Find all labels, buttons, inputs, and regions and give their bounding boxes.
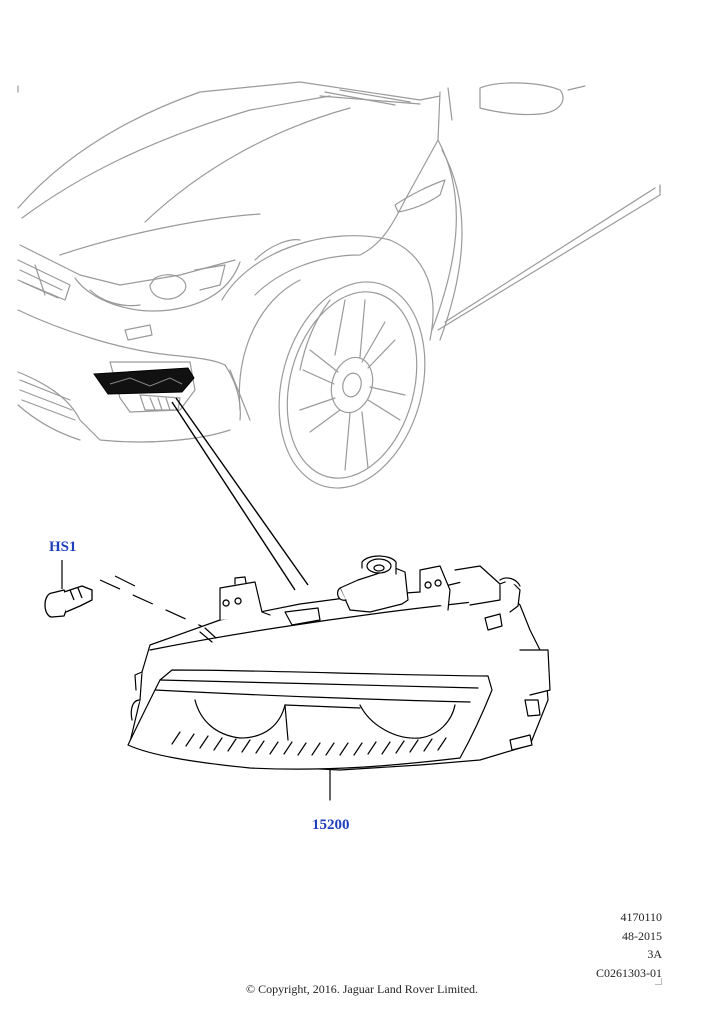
fog-lamp-assembly-drawing [127,555,551,801]
leader-lines [171,397,309,591]
crop-mark [655,978,662,985]
callout-15200[interactable]: 15200 [312,817,350,833]
illustration-number: 4170110 [620,910,662,924]
revision: 3A [647,947,662,961]
vehicle-outline [17,81,661,489]
catalogue-code: C0261303-01 [596,965,662,980]
fastener-installation-path [99,579,211,631]
copyright-notice: © Copyright, 2016. Jaguar Land Rover Lim… [245,982,479,996]
reference-block: 4170110 48-2015 3A C0261303-01 [596,908,662,982]
date-code: 48-2015 [622,928,662,943]
fastener-screw-drawing [44,560,93,618]
callout-hs1[interactable]: HS1 [49,539,77,555]
fog-lamp-location-highlight [93,367,195,395]
